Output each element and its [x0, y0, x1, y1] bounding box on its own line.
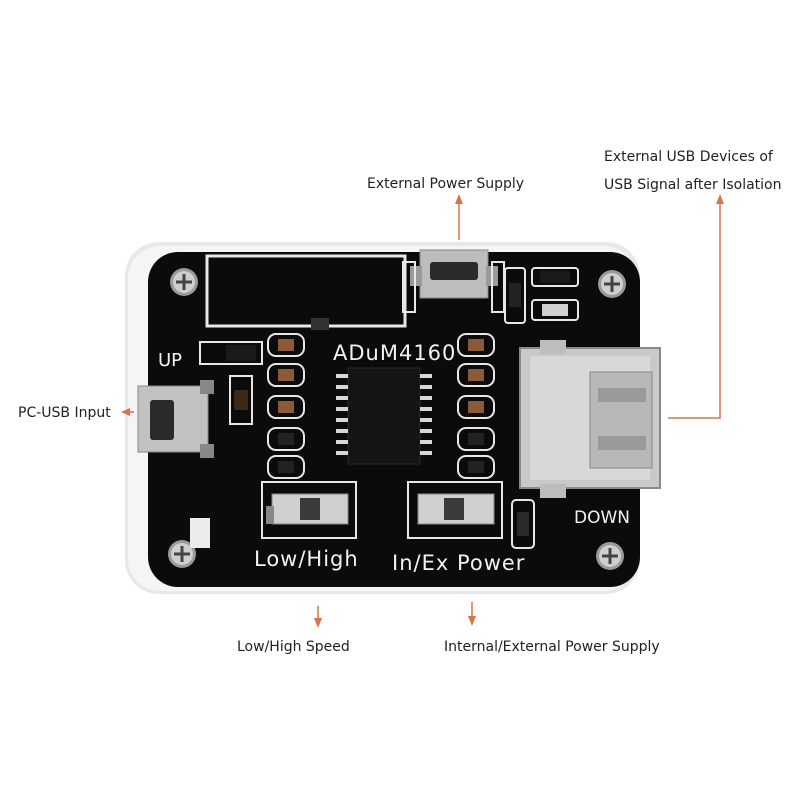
smd-parts-top-right [504, 267, 579, 324]
external-power-callout: External Power Supply [367, 176, 525, 192]
passives-left [267, 333, 305, 479]
isolator-chip [336, 367, 432, 465]
chip-label: ADuM4160 [333, 341, 457, 365]
screw-bottom-left [168, 540, 196, 568]
power-switch-label: In/Ex Power [392, 551, 526, 575]
screw-bottom-right [596, 542, 624, 570]
micro-usb-input [137, 380, 214, 458]
speed-switch-label: Low/High [254, 547, 359, 571]
micro-usb-power [410, 249, 498, 299]
power-switch [407, 481, 503, 539]
arrow-usb-devices [668, 200, 721, 419]
up-label: UP [158, 350, 183, 371]
passives-right [457, 333, 495, 479]
speed-callout: Low/High Speed [237, 639, 350, 655]
usb-devices-callout-line1: External USB Devices of [604, 149, 773, 165]
usb-a-port [519, 340, 661, 498]
screw-top-right [598, 270, 626, 298]
pc-usb-callout: PC-USB Input [18, 405, 111, 421]
screw-top-left [170, 268, 198, 296]
power-select-callout: Internal/External Power Supply [444, 639, 660, 655]
usb-devices-callout-line2: USB Signal after Isolation [604, 177, 782, 193]
speed-switch [261, 481, 357, 539]
top-outline [205, 254, 407, 328]
down-label: DOWN [574, 508, 630, 528]
